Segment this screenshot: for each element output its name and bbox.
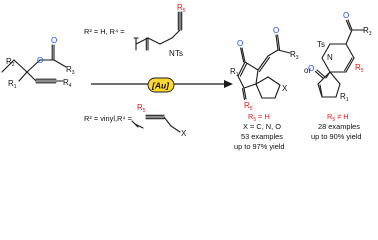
r1-label: R1 — [8, 79, 17, 90]
product-right-ts: Ts — [317, 40, 325, 49]
product-right-r3: R3 — [363, 26, 372, 37]
condition-bottom-structure — [131, 114, 181, 133]
product-right-result-3: 28 examples — [318, 122, 360, 131]
product-left-r5: R5 — [244, 101, 253, 112]
product-right-result-4: up to 90% yield — [311, 132, 362, 141]
product-left-o-acyl: O — [273, 26, 279, 35]
r4-label: R4 — [63, 78, 72, 89]
condition-bottom-x: X — [181, 129, 187, 138]
condition-top-text: R² = H, R⁴ = — [84, 27, 125, 36]
product-left-result-4: up to 97% yield — [234, 142, 285, 151]
product-left-r1: R1 — [230, 67, 239, 78]
condition-top-r5: R5 — [177, 3, 186, 14]
condition-bottom-text: R² = vinyl,R⁴ = — [84, 114, 132, 123]
condition-top-structure — [133, 11, 183, 51]
condition-top-ts: Ts — [175, 49, 183, 58]
product-right-r1: R1 — [340, 92, 349, 103]
reaction-arrow-head — [224, 80, 233, 88]
or-text: or — [304, 66, 311, 75]
product-left-r3: R3 — [290, 50, 299, 61]
r3-label: R3 — [66, 65, 75, 76]
condition-top-n: N — [169, 49, 175, 58]
product-left-o-ketone: O — [237, 39, 243, 48]
product-left-x: X — [282, 84, 288, 93]
carbonyl-oxygen-label: O — [51, 36, 57, 45]
substrate-structure — [1, 44, 67, 84]
product-left-result-3: 53 examples — [241, 132, 283, 141]
product-right-o-acyl: O — [343, 11, 349, 20]
ester-oxygen-label: O — [37, 56, 43, 65]
product-right-o-ketone: O — [308, 64, 314, 73]
product-right-r5: R5 — [355, 63, 364, 74]
product-right-result-1: R5 ≠ H — [327, 112, 349, 123]
product-left-result-1: R5 = H — [248, 112, 270, 123]
product-left-structure — [237, 34, 291, 101]
product-left-result-2: X = C, N, O — [243, 122, 281, 131]
r2-label: R2 — [6, 57, 15, 68]
condition-bottom-r5: R5 — [137, 103, 146, 114]
catalyst-box — [147, 77, 175, 93]
catalyst-label: [Au] — [151, 81, 170, 91]
product-right-n: N — [327, 53, 333, 62]
product-right-structure — [314, 19, 365, 98]
reaction-scheme: O O R2 R3 R1 R4 R² = H, R⁴ = N Ts R5 [Au… — [1, 3, 372, 151]
